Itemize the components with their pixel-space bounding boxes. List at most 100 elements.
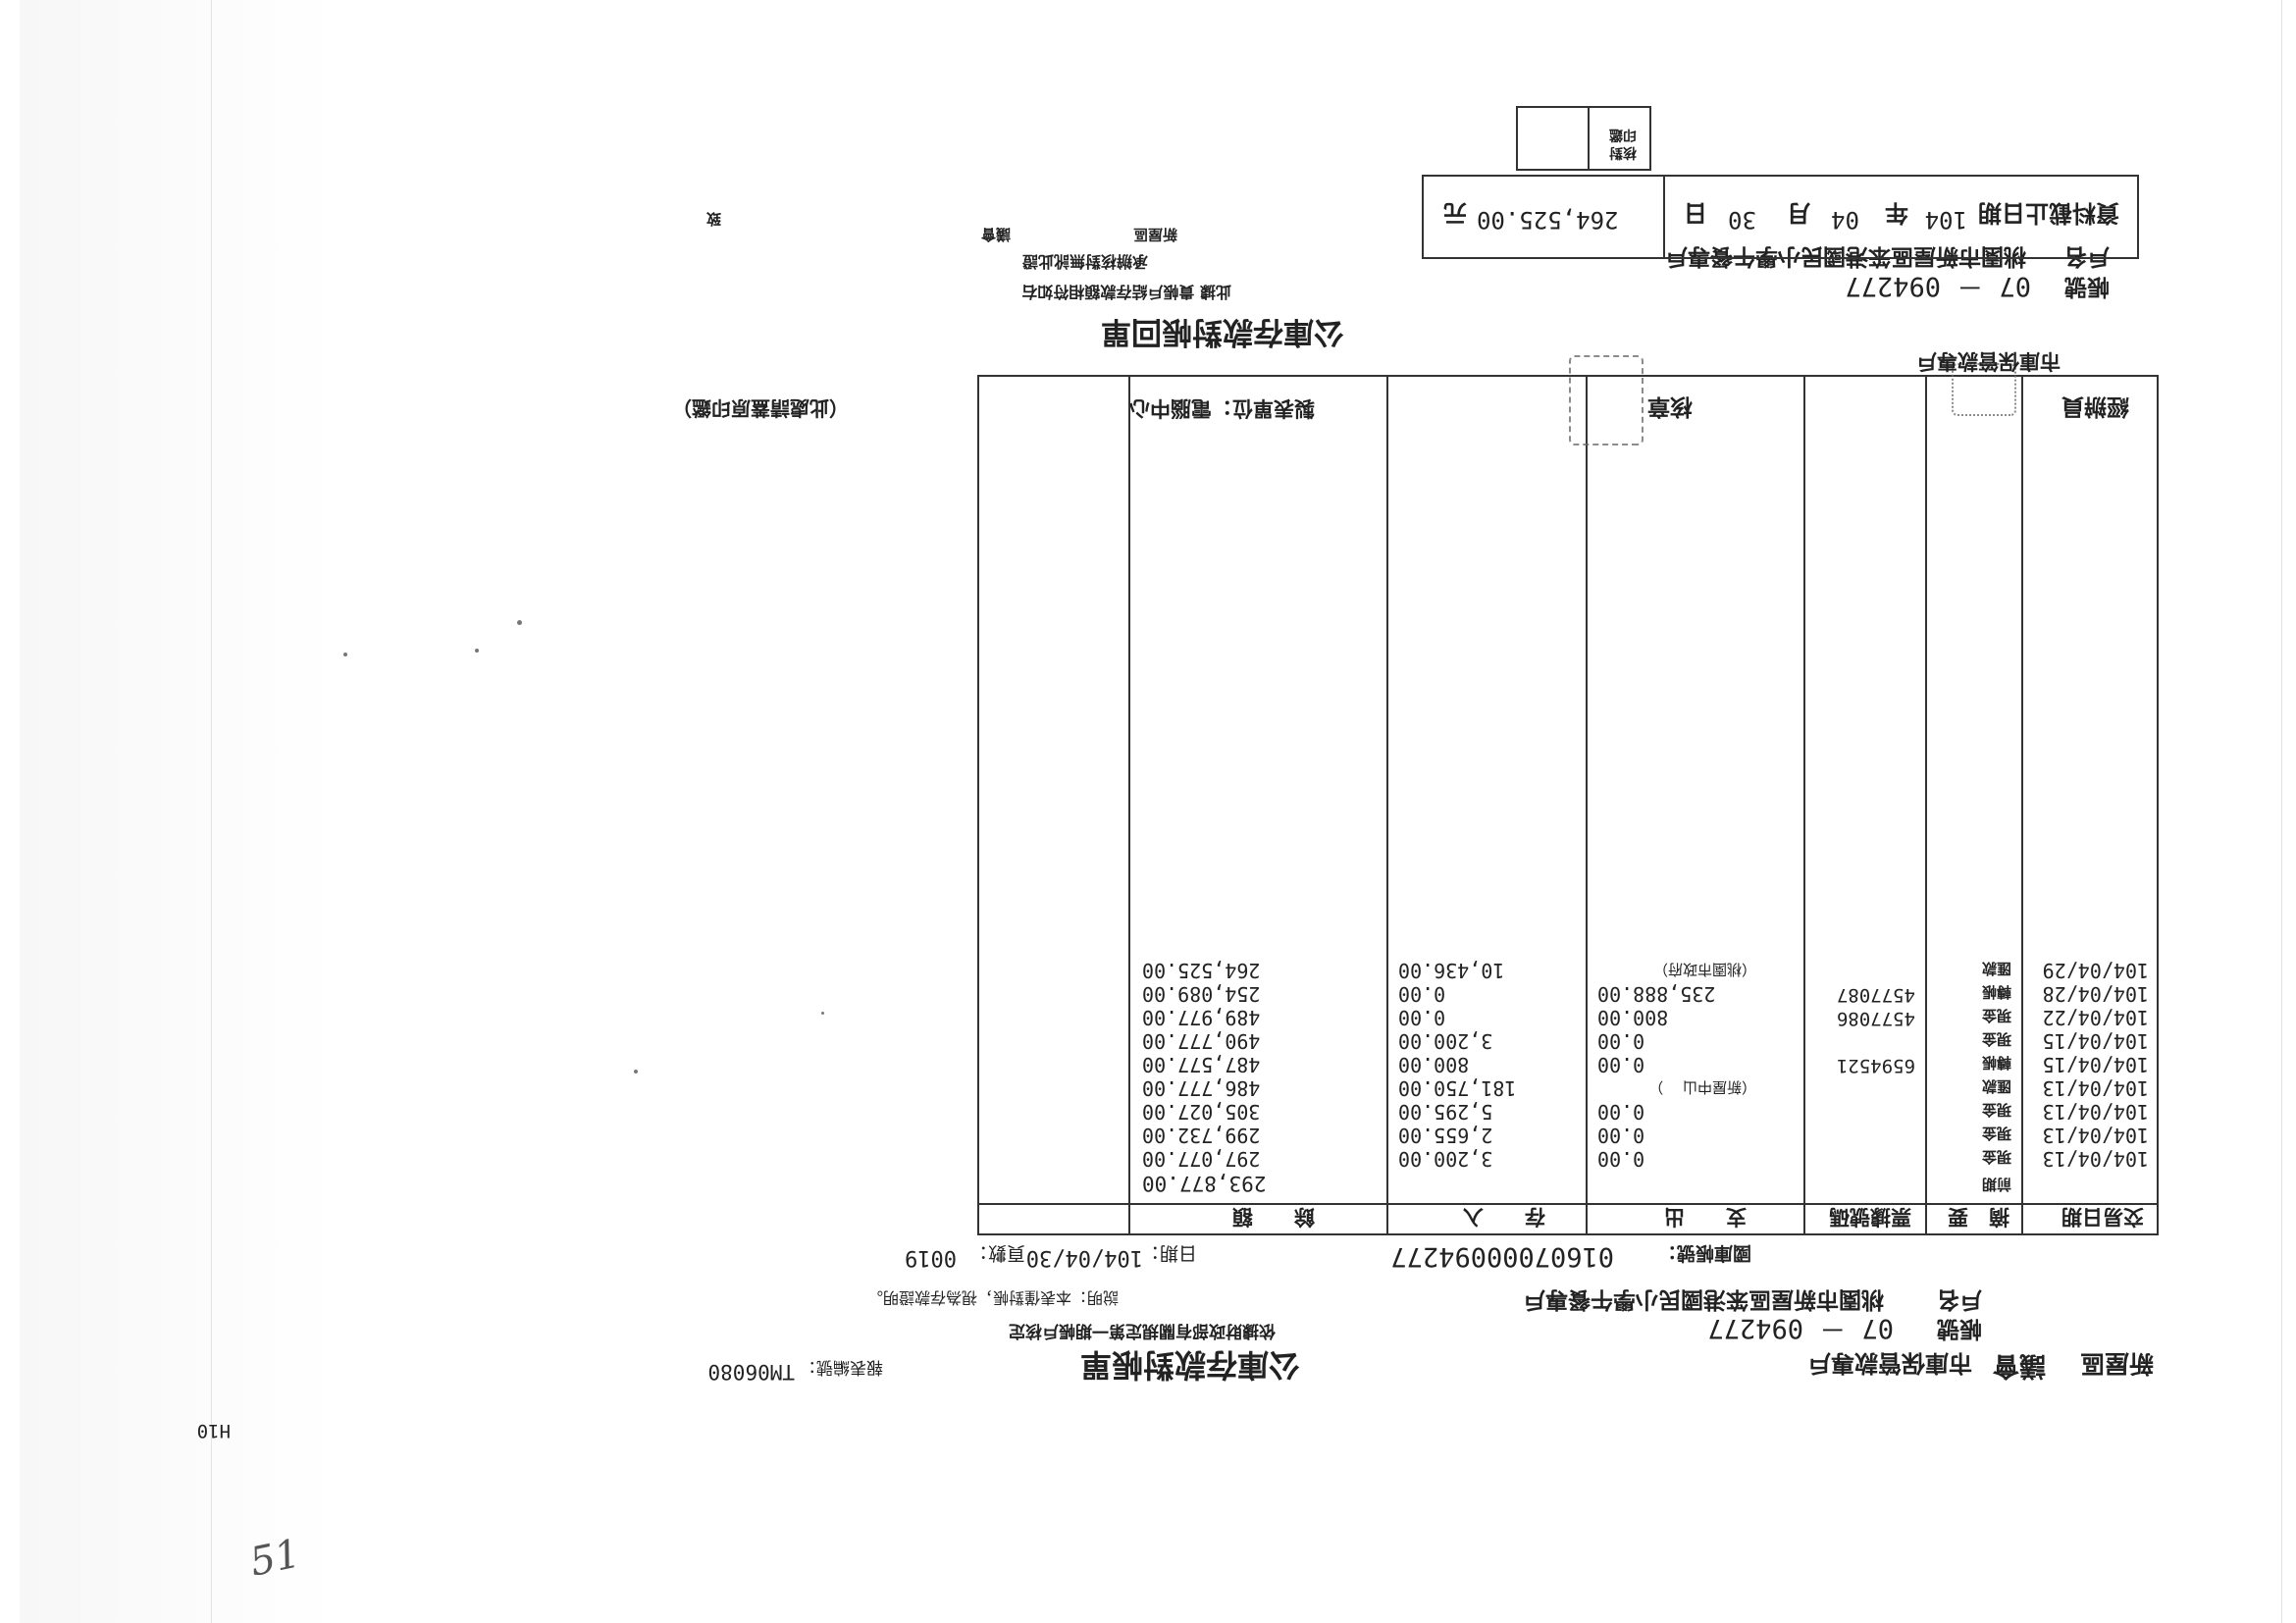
row-balance: 297,077.00: [1142, 1147, 1261, 1171]
opening-label: 前期: [1981, 1176, 2011, 1193]
col-header-credit: 存 入: [1463, 1205, 1545, 1229]
slip-institution: 市庫保管款專戶: [1916, 349, 2061, 373]
cutoff-year: 104: [1924, 206, 1967, 234]
row-date: 104/04/22: [2042, 1006, 2149, 1029]
row-credit: 3,200.00: [1398, 1029, 1493, 1053]
scan-shadow: [20, 0, 343, 1623]
row-cheque: 4577087: [1836, 984, 1915, 1006]
page-label: 頁數：: [968, 1242, 1025, 1264]
column-rule: [1925, 377, 1927, 1235]
reviewer-label: 核章: [1647, 393, 1693, 419]
fold-line: [2281, 0, 2282, 1623]
law-note: 依據財政部有關規定第一期帳戶核定: [1009, 1321, 1276, 1340]
row-debit: 0.00: [1597, 1147, 1645, 1171]
statement-account-no-label: 帳號: [1937, 1316, 1982, 1341]
scan-speck: [343, 653, 347, 656]
row-debit: 800.00: [1597, 1006, 1669, 1029]
return-note: （此處請蓋原印鑑）: [672, 396, 849, 420]
row-memo: 匯款: [1981, 1077, 2011, 1095]
row-cheque: （桃園市政府）: [1652, 961, 1756, 978]
report-no: TM06080: [707, 1360, 795, 1384]
statement-account-name-label: 戶名: [1937, 1286, 1982, 1312]
statement-account-name: 桃園市新屋區笨港國民小學午餐專戶: [1523, 1286, 1884, 1312]
statement-council: 議會: [1993, 1350, 2046, 1381]
row-memo: 轉帳: [1981, 1054, 2011, 1072]
row-credit: 5,295.00: [1398, 1100, 1493, 1124]
col-header-date: 交易日期: [2061, 1205, 2144, 1229]
row-credit: 2,655.00: [1398, 1124, 1493, 1147]
column-rule: [1386, 377, 1388, 1235]
slip-district: 新屋區: [1132, 226, 1177, 243]
fold-line: [211, 0, 212, 1623]
row-cheque: 4577086: [1836, 1008, 1915, 1029]
row-date: 104/04/13: [2042, 1147, 2149, 1171]
row-balance: 487,577.00: [1142, 1053, 1261, 1076]
slip-salutation: 致: [705, 210, 721, 228]
statement-district: 新屋區: [2079, 1349, 2154, 1378]
column-rule: [1128, 377, 1130, 1235]
col-header-cheque: 票據號碼: [1829, 1205, 1911, 1229]
row-memo: 現金: [1981, 1148, 2011, 1166]
row-credit: 0.00: [1398, 1006, 1446, 1029]
row-balance: 486,777.00: [1142, 1076, 1261, 1100]
scan-speck: [475, 649, 479, 653]
verify-seal-label: 核對印鑑: [1609, 127, 1637, 160]
statement-notice: 說明：本表僅對帳，視為存款證明。: [866, 1288, 1119, 1307]
national-account: 01607000094277: [1390, 1241, 1614, 1272]
row-credit: 10,436.00: [1398, 959, 1505, 982]
row-debit: 235,888.00: [1597, 982, 1716, 1006]
slip-note-line2: 承辦核對無訛此證: [1021, 252, 1148, 271]
statement-date: 104/04/30: [1025, 1245, 1143, 1270]
row-credit: 0.00: [1398, 982, 1446, 1006]
row-balance: 489,977.00: [1142, 1006, 1261, 1029]
row-balance: 490,777.00: [1142, 1029, 1261, 1053]
scan-speck: [821, 1012, 824, 1015]
scan-speck: [634, 1070, 638, 1073]
slip-council: 議會: [980, 226, 1011, 243]
row-cheque: （新屋中山 ）: [1648, 1078, 1756, 1096]
row-date: 104/04/15: [2042, 1029, 2149, 1053]
row-date: 104/04/29: [2042, 959, 2149, 982]
row-credit: 181,750.00: [1398, 1076, 1517, 1100]
slip-balance: 264,525.00: [1477, 206, 1619, 234]
row-balance: 299,732.00: [1142, 1124, 1261, 1147]
row-debit: 0.00: [1597, 1053, 1645, 1076]
cutoff-year-unit: 年: [1885, 199, 1908, 227]
row-memo: 匯款: [1981, 960, 2011, 977]
row-balance: 264,525.00: [1142, 959, 1261, 982]
row-date: 104/04/13: [2042, 1076, 2149, 1100]
cutoff-day: 30: [1728, 206, 1756, 234]
row-balance: 254,089.00: [1142, 982, 1261, 1006]
statement-date-label: 日期：: [1140, 1242, 1197, 1264]
cutoff-month-unit: 月: [1787, 199, 1810, 227]
row-date: 104/04/15: [2042, 1053, 2149, 1076]
report-no-label: 報表編號：: [800, 1357, 883, 1377]
column-rule: [1803, 377, 1805, 1235]
cutoff-label: 資料截止日期: [1978, 199, 2119, 227]
column-rule: [2021, 377, 2023, 1235]
column-rule: [1586, 377, 1588, 1235]
row-memo: 現金: [1981, 1125, 2011, 1142]
national-account-label: 國庫帳號：: [1657, 1242, 1751, 1264]
slip-title: 公庫存款對帳回單: [1101, 314, 1344, 349]
row-date: 104/04/13: [2042, 1124, 2149, 1147]
manager-label: 經辦員: [2061, 393, 2129, 419]
row-date: 104/04/28: [2042, 982, 2149, 1006]
statement-title: 公庫存款對帳單: [1079, 1346, 1300, 1384]
row-debit: 0.00: [1597, 1029, 1645, 1053]
col-header-debit: 支 出: [1664, 1205, 1747, 1229]
opening-balance: 293,877.00: [1142, 1172, 1267, 1195]
issuing-unit: 製表單位：電腦中心: [1129, 396, 1315, 420]
statement-institution: 市庫保管款專戶: [1807, 1349, 1972, 1377]
scan-speck: [517, 620, 522, 625]
slip-note-line1: 此據 貴帳戶結存款額相符如右: [1021, 283, 1231, 301]
cutoff-day-unit: 日: [1684, 199, 1707, 227]
row-cheque: 6594521: [1836, 1055, 1915, 1076]
row-memo: 轉帳: [1981, 983, 2011, 1001]
slip-balance-unit: 元: [1443, 199, 1467, 227]
cutoff-box-divider: [1663, 177, 1665, 259]
col-header-memo: 摘 要: [1948, 1205, 2009, 1229]
row-balance: 305,027.00: [1142, 1100, 1261, 1124]
row-debit: 0.00: [1597, 1100, 1645, 1124]
